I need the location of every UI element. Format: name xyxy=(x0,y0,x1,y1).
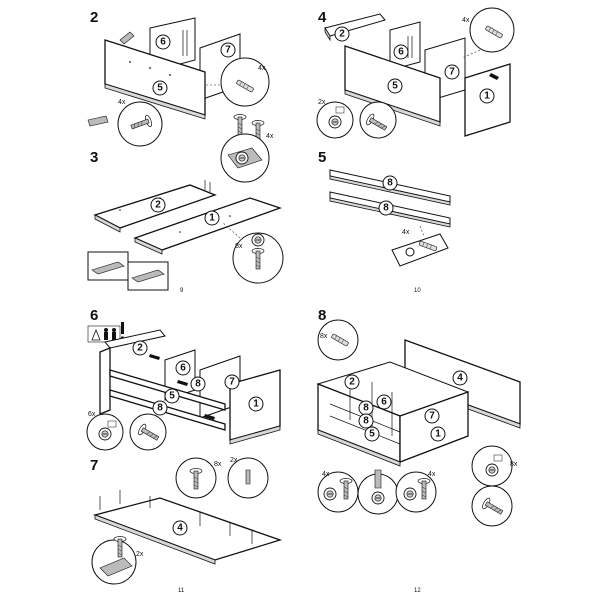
part-label: 1 xyxy=(209,213,215,224)
screwdriver-icon xyxy=(245,469,251,485)
page-12: 8 8x 4 2 8 6 8 7 5 1 xyxy=(316,307,521,594)
part-label: 8 xyxy=(363,403,369,414)
part-label: 2 xyxy=(137,343,143,354)
part-label: 5 xyxy=(157,83,163,94)
cam-lock-icon xyxy=(98,427,112,441)
two-person-icon xyxy=(87,325,121,343)
step-6-assembly xyxy=(99,329,281,445)
quantity-label: 8x xyxy=(235,243,243,250)
step-7-assembly xyxy=(92,490,283,565)
page-11: 6 2 6 8 7 5 8 1 xyxy=(86,307,283,594)
cam-bolt-callout: 8x xyxy=(175,457,222,499)
step-number: 5 xyxy=(318,149,326,166)
cam-bolt-callout: 8x xyxy=(221,221,284,284)
quantity-label: 2x xyxy=(318,99,326,106)
page-number: 11 xyxy=(178,588,185,594)
part-label: 1 xyxy=(435,429,441,440)
page-number: 10 xyxy=(414,288,421,294)
screwdriver-icon xyxy=(119,31,135,45)
cam-lock-icon xyxy=(485,463,499,477)
cam-callout: 6x xyxy=(86,411,167,451)
part-label: 6 xyxy=(398,47,404,58)
quantity-label: 2x xyxy=(136,551,144,558)
part-label: 4 xyxy=(177,523,183,534)
part-label: 1 xyxy=(253,399,259,410)
part-label: 5 xyxy=(392,81,398,92)
part-label: 8 xyxy=(383,203,389,214)
part-label: 2 xyxy=(155,200,161,211)
part-label: 5 xyxy=(369,429,375,440)
quantity-label: 8x xyxy=(214,461,222,468)
quantity-label: 4x xyxy=(462,17,470,24)
part-label: 8 xyxy=(157,403,163,414)
quantity-label: 4x xyxy=(322,471,330,478)
step-number: 4 xyxy=(318,9,327,26)
quantity-label: 6x xyxy=(88,411,96,418)
screwdriver-callout: 2x xyxy=(227,457,269,499)
bracket-callout-left: 4x xyxy=(317,471,359,513)
cam-lock-icon xyxy=(251,233,265,247)
part-label: 7 xyxy=(229,377,235,388)
detail-inset xyxy=(87,251,169,291)
page-number: 9 xyxy=(180,288,184,294)
dowel-callout: 4x xyxy=(206,57,270,107)
quantity-label: 4x xyxy=(402,229,410,236)
part-label: 6 xyxy=(381,397,387,408)
cam-callout: 8x xyxy=(471,445,518,527)
part-label: 6 xyxy=(160,37,166,48)
warning-icon xyxy=(120,322,125,340)
quantity-label: 4x xyxy=(258,65,266,72)
part-label: 8 xyxy=(363,416,369,427)
quantity-label: 8x xyxy=(320,333,328,340)
bracket-callout: 4x xyxy=(220,114,274,183)
part-label: 5 xyxy=(169,391,175,402)
screwdriver-icon xyxy=(374,469,382,489)
part-label: 6 xyxy=(180,363,186,374)
step-number: 7 xyxy=(90,457,98,474)
page-9: 2 6 7 5 4x xyxy=(87,9,284,294)
dowel-callout: 8x xyxy=(317,319,359,361)
part-label: 2 xyxy=(339,29,345,40)
cam-lock-icon xyxy=(235,151,249,165)
step-number: 6 xyxy=(90,307,98,324)
quantity-label: 4x xyxy=(266,133,274,140)
part-label: 4 xyxy=(457,373,463,384)
quantity-label: 4x xyxy=(428,471,436,478)
bracket-callout-middle xyxy=(357,469,399,515)
bracket-callout-right: 4x xyxy=(395,471,437,513)
part-label: 2 xyxy=(349,377,355,388)
step-number: 3 xyxy=(90,149,98,166)
screwdriver-icon xyxy=(87,115,109,127)
part-label: 7 xyxy=(449,67,455,78)
quantity-label: 2x xyxy=(230,457,238,464)
quantity-label: 8x xyxy=(510,461,518,468)
part-label: 7 xyxy=(429,411,435,422)
cam-bolt-callout: 4x xyxy=(87,99,163,147)
part-label: 1 xyxy=(484,91,490,102)
cam-callout: 2x xyxy=(316,99,397,139)
step-number: 2 xyxy=(90,9,98,26)
bracket-callout: 2x xyxy=(91,536,144,585)
dowel-callout: 4x xyxy=(391,225,449,267)
page-10: 4 2 6 7 5 1 4x 2 xyxy=(316,7,515,294)
cam-lock-icon xyxy=(328,115,342,129)
step-number: 8 xyxy=(318,307,326,324)
dowel-callout: 4x xyxy=(461,7,515,59)
part-label: 8 xyxy=(387,178,393,189)
page-number: 12 xyxy=(414,588,421,594)
part-label: 8 xyxy=(195,379,201,390)
cam-lock-icon xyxy=(323,487,337,501)
quantity-label: 4x xyxy=(118,99,126,106)
part-label: 7 xyxy=(225,45,231,56)
